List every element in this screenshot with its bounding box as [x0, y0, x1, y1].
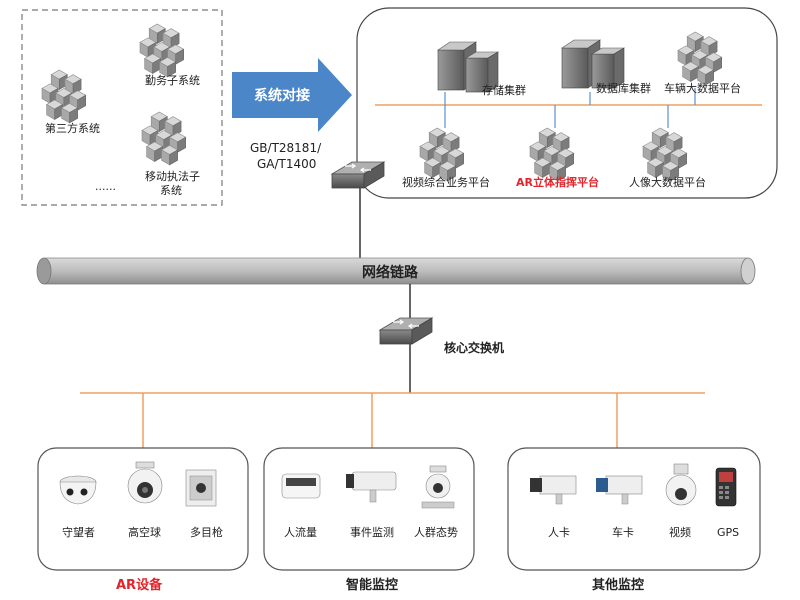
third-party-box [21, 9, 223, 206]
group-box-other [507, 447, 761, 571]
group-box-smart [263, 447, 475, 571]
network-pipe [36, 257, 756, 285]
database-server-icon [561, 39, 626, 89]
video-platform-cluster-icon [420, 128, 464, 181]
core-switch-label: 核心交换机 [444, 340, 504, 355]
panoramic-camera-icon [59, 475, 97, 505]
box-camera-icon [281, 473, 321, 499]
top-node-database: 数据库集群 [596, 81, 651, 95]
protocol-line-2: GA/T1400 [257, 157, 316, 171]
protocol-line-1: GB/T28181/ [250, 141, 322, 155]
left-item-mobile-1: 移动执法子 [145, 169, 200, 183]
dome-camera-icon [127, 461, 163, 504]
gun-camera-icon [530, 475, 577, 505]
bottom-node-video: 视频综合业务平台 [402, 175, 490, 189]
bullet-camera-icon [346, 471, 397, 503]
device-label: 守望者 [62, 525, 95, 539]
core-switch-icon [379, 317, 433, 345]
subsystem-cluster-icon [140, 24, 184, 77]
group-title-smart: 智能监控 [346, 577, 398, 593]
vehicle-cluster-icon [678, 32, 722, 85]
device-label: GPS [717, 526, 739, 539]
left-item-mobile-2: 系统 [160, 184, 182, 197]
device-label: 高空球 [128, 525, 161, 539]
device-label: 人卡 [548, 526, 570, 539]
left-item-duty: 勤务子系统 [145, 74, 200, 87]
mobile-cluster-icon [142, 112, 186, 165]
group-title-other: 其他监控 [592, 577, 644, 593]
third-party-cluster-icon [42, 70, 86, 123]
left-item-third-party: 第三方系统 [45, 121, 100, 135]
device-label: 多目枪 [190, 525, 223, 539]
ptz-camera-icon [421, 465, 455, 509]
bottom-node-face: 人像大数据平台 [629, 175, 706, 189]
network-label: 网络链路 [362, 264, 419, 281]
gun-camera-icon [596, 475, 643, 505]
device-label: 车卡 [612, 525, 634, 539]
bottom-node-ar: AR立体指挥平台 [516, 175, 599, 189]
storage-server-icon [437, 41, 500, 93]
gps-device-icon [715, 467, 737, 507]
device-label: 人流量 [284, 525, 317, 539]
face-platform-cluster-icon [643, 128, 687, 181]
device-label: 人群态势 [414, 525, 458, 539]
integration-arrow [232, 58, 352, 132]
ar-platform-cluster-icon [530, 128, 574, 181]
multi-lens-camera-icon [185, 469, 217, 507]
group-title-ar: AR设备 [116, 577, 163, 593]
left-item-more: ...... [95, 180, 116, 193]
device-label: 事件监测 [350, 526, 394, 539]
device-label: 视频 [669, 525, 691, 539]
platform-switch-icon [331, 161, 385, 189]
arrow-label: 系统对接 [254, 87, 310, 104]
top-node-storage: 存储集群 [482, 83, 526, 97]
speed-dome-icon [665, 463, 697, 506]
top-node-vehicle: 车辆大数据平台 [664, 81, 741, 95]
group-box-ar [37, 447, 249, 571]
platform-box [356, 7, 778, 199]
